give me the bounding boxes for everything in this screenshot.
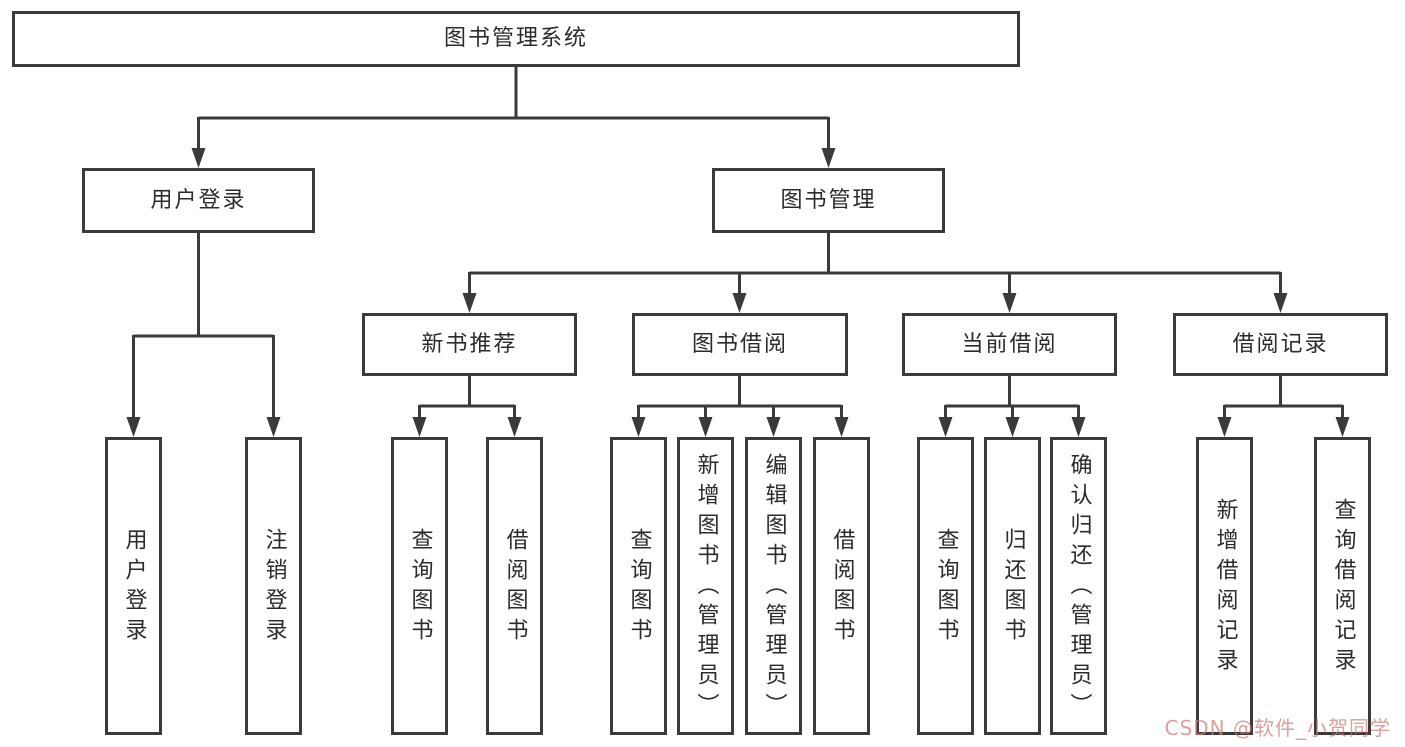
node-current-borrow: 当前借阅 xyxy=(902,313,1117,376)
node-borrow-records: 借阅记录 xyxy=(1173,313,1388,376)
node-leaf-query-books-borrow: 查询图书 xyxy=(610,437,667,735)
node-leaf-query-books-recommend: 查询图书 xyxy=(391,437,448,735)
node-leaf-query-books-current: 查询图书 xyxy=(917,437,974,735)
node-leaf-edit-book-admin: 编辑图书（管理员） xyxy=(745,437,802,735)
node-leaf-query-borrow-record: 查询借阅记录 xyxy=(1314,437,1371,735)
arrowheads xyxy=(126,148,1350,437)
node-leaf-add-book-admin: 新增图书（管理员） xyxy=(677,437,734,735)
node-leaf-return-books: 归还图书 xyxy=(984,437,1041,735)
node-book-management-module: 图书管理 xyxy=(712,168,945,233)
node-leaf-logout: 注销登录 xyxy=(245,437,302,735)
node-leaf-add-borrow-record: 新增借阅记录 xyxy=(1196,437,1253,735)
node-user-login-module: 用户登录 xyxy=(82,168,315,233)
tree-edges xyxy=(132,67,1344,420)
node-book-borrow: 图书借阅 xyxy=(632,313,848,376)
node-leaf-confirm-return-admin: 确认归还（管理员） xyxy=(1050,437,1107,735)
node-new-book-recommend: 新书推荐 xyxy=(362,313,577,376)
node-leaf-borrow-books-recommend: 借阅图书 xyxy=(486,437,543,735)
node-library-management-system: 图书管理系统 xyxy=(12,11,1020,67)
node-leaf-borrow-books: 借阅图书 xyxy=(813,437,870,735)
csdn-watermark: CSDN @软件_小贺同学 xyxy=(1164,716,1391,740)
node-leaf-user-login: 用户登录 xyxy=(105,437,162,735)
